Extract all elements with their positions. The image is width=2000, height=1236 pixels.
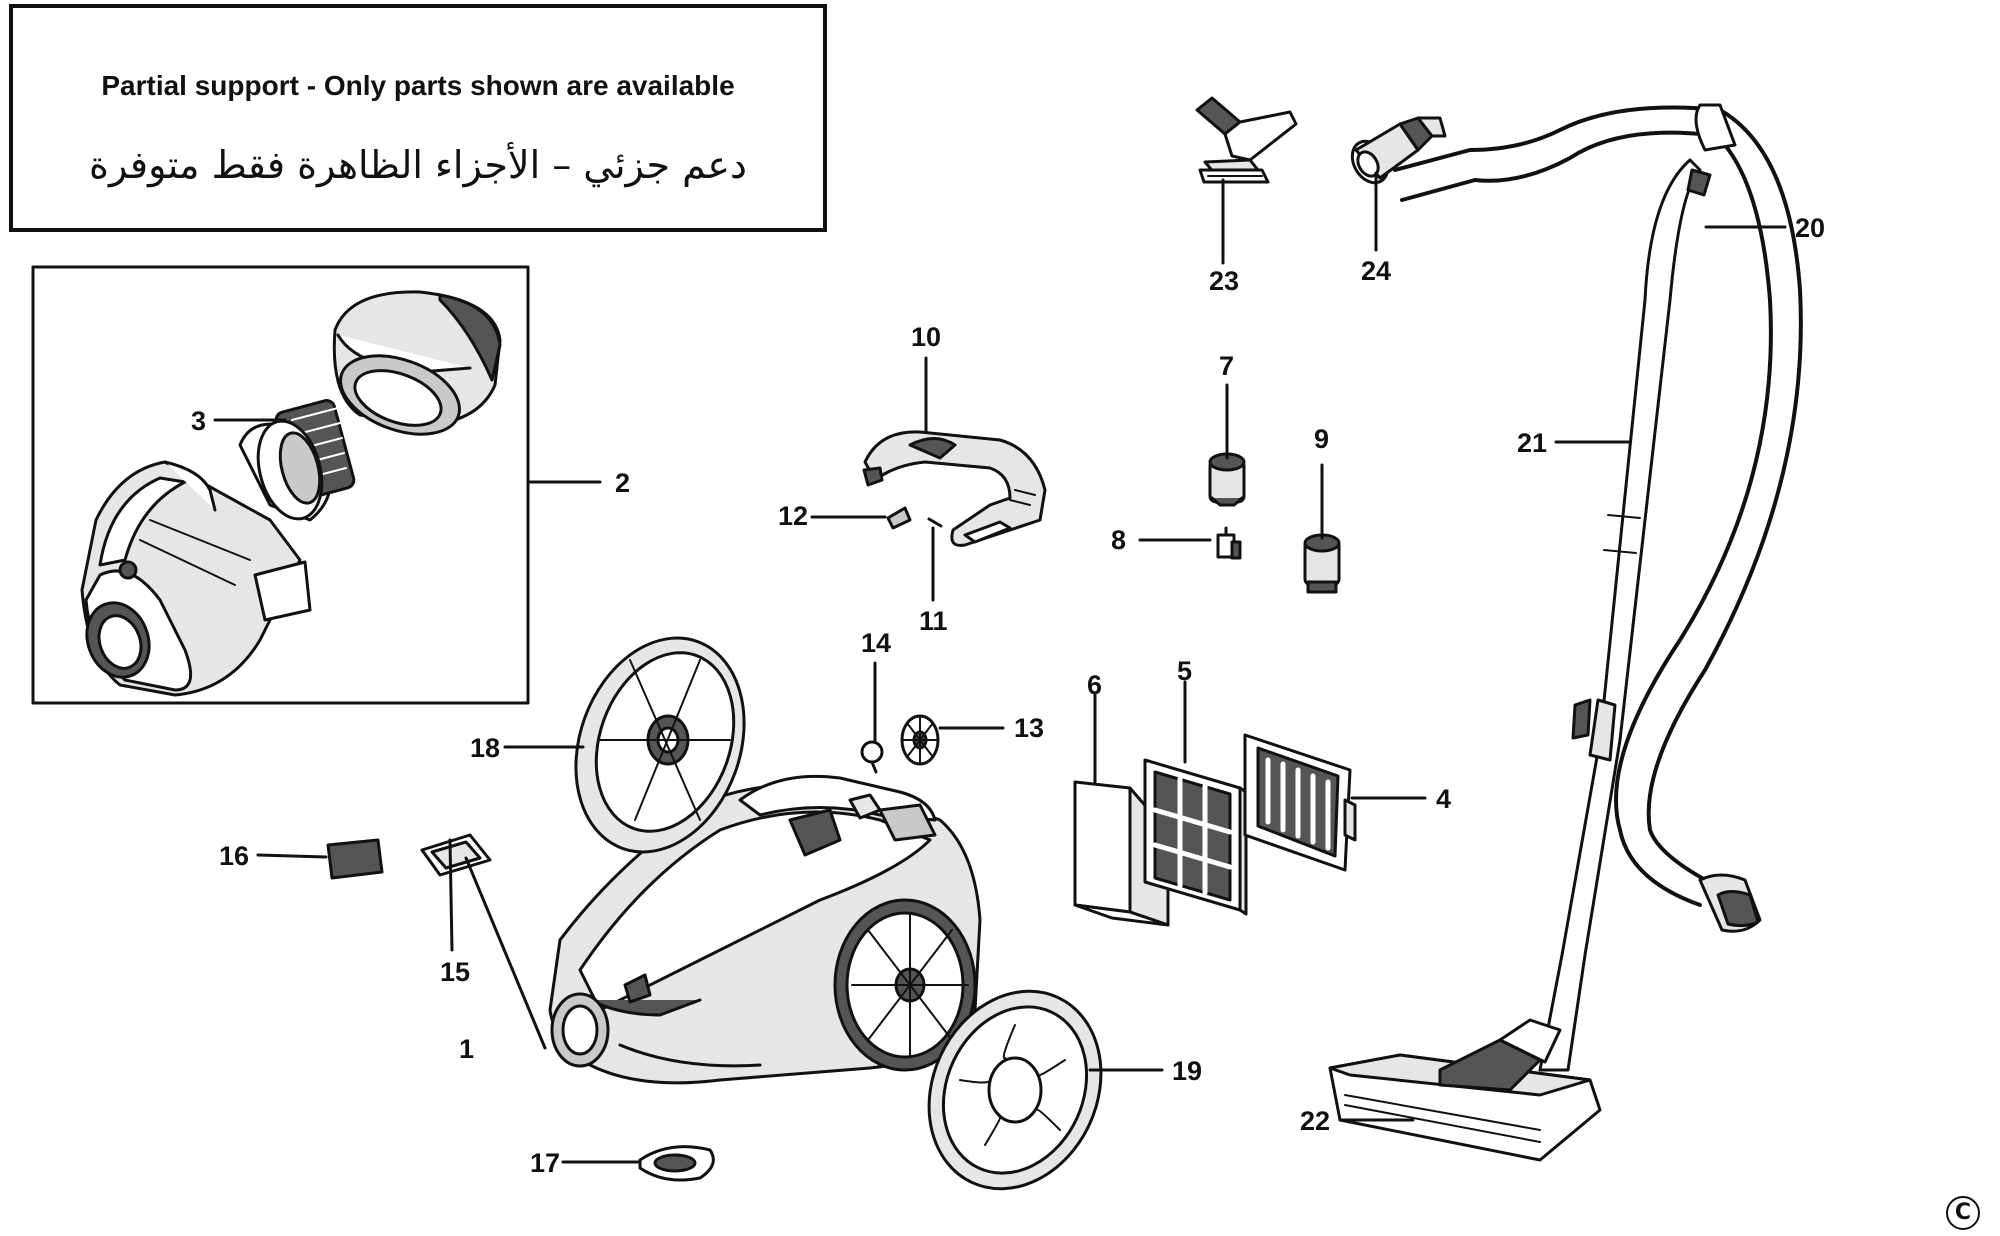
callout-part-5: 5 (1177, 656, 1193, 686)
part-21-extension-tube[interactable] (1538, 158, 1712, 1072)
part-16-filter-pad[interactable] (326, 838, 384, 880)
callout-part-24: 24 (1361, 256, 1392, 286)
callout-part-20: 20 (1795, 213, 1826, 243)
part-19-front-wheel[interactable] (898, 963, 1133, 1217)
callout-part-19: 19 (1172, 1056, 1203, 1086)
callout-part-17: 17 (530, 1148, 561, 1178)
part-18-rear-wheel[interactable] (547, 614, 773, 875)
part-14-axle-screw[interactable] (860, 740, 884, 774)
part-8-switch[interactable] (1216, 526, 1242, 560)
callout-part-2: 2 (615, 468, 631, 498)
part-5-pleated-filter[interactable] (1143, 758, 1248, 916)
callout-part-6: 6 (1087, 670, 1103, 700)
callout-part-8: 8 (1111, 525, 1127, 555)
part-12-clip[interactable] (886, 506, 912, 530)
callout-part-16: 16 (219, 841, 250, 871)
callout-part-21: 21 (1517, 428, 1548, 458)
callout-part-23: 23 (1209, 266, 1240, 296)
part-4-filter-cover[interactable] (1243, 733, 1357, 872)
inset-frame (31, 265, 530, 705)
callout-part-22: 22 (1300, 1106, 1331, 1136)
notice-english-text: Partial support - Only parts shown are a… (101, 70, 735, 101)
copyright-mark: C (1946, 1196, 1980, 1230)
part-2-dust-container[interactable] (77, 290, 502, 697)
part-11-pin[interactable] (927, 517, 943, 528)
callout-part-15: 15 (440, 957, 471, 987)
callout-part-13: 13 (1014, 713, 1045, 743)
part-24-crevice-adapter[interactable] (1345, 116, 1447, 189)
callout-part-1: 1 (459, 1034, 475, 1064)
part-15-filter-frame[interactable] (420, 833, 492, 877)
notice-arabic-text: دعم جزئي – الأجزاء الظاهرة فقط متوفرة (89, 143, 747, 187)
part-3-cone-filter[interactable] (238, 399, 356, 526)
part-20-hose[interactable] (1393, 103, 1803, 933)
callout-part-10: 10 (911, 322, 942, 352)
part-10-carry-handle[interactable] (862, 430, 1047, 547)
part-17-hose-ring[interactable] (638, 1145, 715, 1182)
callout-part-18: 18 (470, 733, 501, 763)
callout-part-11: 11 (919, 606, 948, 636)
callout-part-14: 14 (861, 628, 892, 658)
part-22-floor-nozzle[interactable] (1328, 1018, 1602, 1162)
leader-lines (213, 171, 1787, 1164)
callout-part-3: 3 (191, 406, 207, 436)
part-13-small-wheel[interactable] (900, 714, 940, 766)
callout-part-12: 12 (778, 501, 809, 531)
callout-part-7: 7 (1219, 351, 1235, 381)
part-23-upholstery-nozzle[interactable] (1195, 96, 1298, 184)
availability-notice: Partial support - Only parts shown are a… (9, 4, 827, 232)
callout-part-9: 9 (1314, 424, 1330, 454)
part-7-switch-knob[interactable] (1208, 452, 1246, 507)
part-9-switch-knob[interactable] (1303, 533, 1341, 594)
callout-part-4: 4 (1436, 784, 1452, 814)
